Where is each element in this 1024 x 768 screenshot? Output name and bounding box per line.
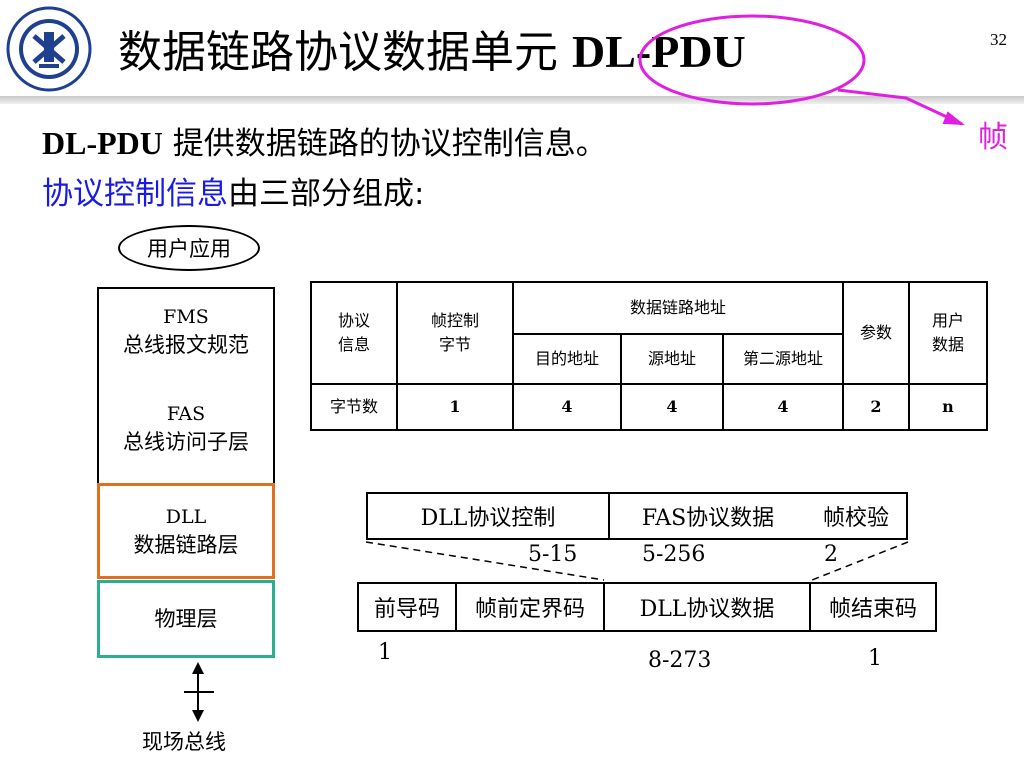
frame-annotation: 帧 xyxy=(978,120,1008,155)
preamble-field: 前导码 xyxy=(359,584,457,630)
description-line-1: DL-PDU 提供数据链路的协议控制信息。 xyxy=(42,118,607,163)
line1-zh: 提供数据链路的协议控制信息。 xyxy=(172,126,607,162)
frame-check-field: 帧校验 xyxy=(822,506,889,531)
start-delimiter-field: 帧前定界码 xyxy=(457,584,605,630)
dl-pdu-table: 协议信息 帧控制字节 数据链路地址 参数 用户数据 目的地址 源地址 第二源地址… xyxy=(310,281,988,431)
fms-layer-desc: 总线报文规范 xyxy=(123,333,249,357)
title-zh: 数据链路协议数据单元 xyxy=(118,27,558,78)
preamble-length: 1 xyxy=(378,640,392,665)
title-highlight-annotation xyxy=(638,14,966,126)
header-protocol-info: 协议信息 xyxy=(310,281,398,385)
fas-layer: FAS 总线访问子层 xyxy=(97,373,275,485)
fas-layer-label: FAS xyxy=(166,403,206,425)
table-cell: 4 xyxy=(722,383,844,431)
title-divider xyxy=(0,96,1024,104)
university-logo xyxy=(6,6,92,92)
frame-mapping-lines xyxy=(365,541,909,581)
page-number: 32 xyxy=(990,30,1007,49)
fms-layer: FMS 总线报文规范 xyxy=(97,287,275,375)
table-cell: 4 xyxy=(512,383,622,431)
dll-protocol-control-field: DLL协议控制 xyxy=(368,494,610,538)
header-parameters: 参数 xyxy=(842,281,910,385)
header-user-data: 用户数据 xyxy=(908,281,988,385)
user-application-layer: 用户应用 xyxy=(118,225,260,271)
fms-layer-label: FMS xyxy=(163,306,209,328)
physical-layer: 物理层 xyxy=(97,580,275,658)
table-cell: 4 xyxy=(620,383,724,431)
header-frame-control: 帧控制字节 xyxy=(396,281,514,385)
bidirectional-arrow-icon xyxy=(184,662,214,722)
fieldbus-label: 现场总线 xyxy=(142,730,226,754)
header-second-src-address: 第二源地址 xyxy=(722,333,844,385)
fas-protocol-data-field: FAS协议数据 xyxy=(641,506,775,531)
dll-protocol-data-field: DLL协议数据 xyxy=(605,584,811,630)
dll-layer-label: DLL xyxy=(165,506,207,528)
header-dl-address: 数据链路地址 xyxy=(512,281,844,335)
end-delimiter-field: 帧结束码 xyxy=(828,597,917,622)
header-dest-address: 目的地址 xyxy=(512,333,622,385)
end-delimiter-length: 1 xyxy=(868,646,882,671)
table-cell: n xyxy=(908,383,988,431)
dll-layer-desc: 数据链路层 xyxy=(133,533,239,557)
header-src-address: 源地址 xyxy=(620,333,724,385)
line2-highlight: 协议控制信息 xyxy=(42,176,228,212)
dll-layer: DLL 数据链路层 xyxy=(97,483,275,579)
physical-frame: 前导码 帧前定界码 DLL协议数据 帧结束码 xyxy=(357,582,937,632)
table-cell: 1 xyxy=(396,383,514,431)
fas-layer-desc: 总线访问子层 xyxy=(123,430,249,454)
line1-en: DL-PDU xyxy=(42,125,163,161)
row-byte-count-label: 字节数 xyxy=(310,383,398,431)
description-line-2: 协议控制信息由三部分组成: xyxy=(42,168,424,213)
fas-data-length: 5-256 xyxy=(642,542,706,567)
dll-data-length: 8-273 xyxy=(648,648,712,673)
frame-check-length: 2 xyxy=(824,542,838,567)
dll-control-length: 5-15 xyxy=(528,542,578,567)
table-cell: 2 xyxy=(842,383,910,431)
line2-rest: 由三部分组成: xyxy=(228,176,425,212)
dll-pdu-frame: DLL协议控制 FAS协议数据 帧校验 xyxy=(366,492,908,540)
